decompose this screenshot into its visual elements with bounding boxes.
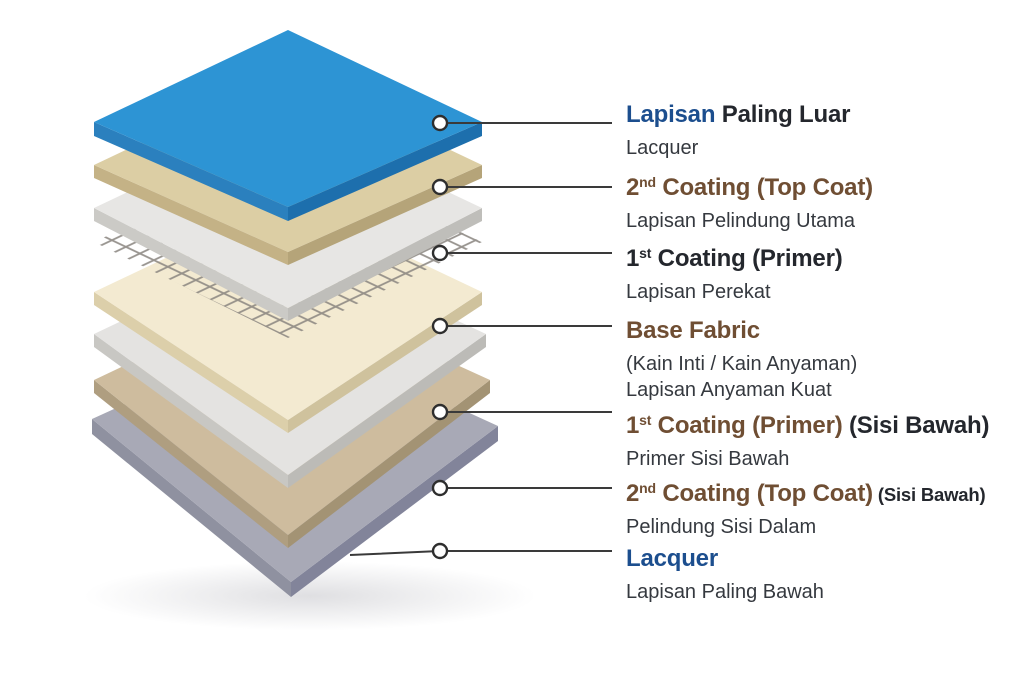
layer-label-title: 2nd Coating (Top Coat) (626, 169, 1022, 202)
slab-left-edge (94, 334, 288, 488)
slab-right-edge (288, 334, 486, 488)
layer-label-title: 1st Coating (Primer) (626, 240, 1022, 273)
label-title-number: 1 (626, 245, 640, 272)
layer-label-title: Lacquer (626, 540, 1022, 573)
slab-left-edge (94, 292, 288, 433)
label-title-secondary-small: (Sisi Bawah) (872, 484, 986, 505)
label-top-coat-upper: 2nd Coating (Top Coat) Lapisan Pelindung… (626, 169, 1022, 234)
label-base-fabric: Base Fabric (Kain Inti / Kain Anyaman) L… (626, 312, 1022, 403)
slab-right-edge (288, 208, 482, 321)
slab-right-edge (288, 380, 490, 548)
label-title-secondary: (Sisi Bawah) (842, 412, 990, 439)
callout-dot (431, 114, 449, 132)
slab-right-edge (288, 122, 482, 221)
slab-left-edge (94, 122, 288, 221)
label-title-number: 2 (626, 174, 640, 201)
layer-label-title: 2nd Coating (Top Coat) (Sisi Bawah) (626, 475, 1022, 508)
label-title-ordinal-suffix: st (639, 245, 652, 261)
label-title-main: Base Fabric (626, 317, 760, 344)
layer-label-subtitle: Pelindung Sisi Dalam (626, 516, 817, 538)
layer-label-subtitle: (Kain Inti / Kain Anyaman) (626, 353, 858, 375)
label-title-main: Coating (Primer) (651, 412, 843, 439)
slab-left-edge (92, 419, 291, 597)
label-primer-upper: 1st Coating (Primer) Lapisan Perekat (626, 240, 1022, 305)
label-title-ordinal-suffix: nd (639, 480, 656, 496)
slab-top-face (94, 30, 482, 207)
label-title-main: Coating (Top Coat) (655, 174, 873, 201)
label-title-ordinal-suffix: nd (639, 174, 656, 190)
layer-label-subtitle: Lapisan Paling Bawah (626, 581, 824, 603)
layer-label-subtitle: Lacquer (626, 137, 699, 159)
callout-dot (431, 178, 449, 196)
label-title-secondary: Paling Luar (715, 101, 851, 128)
label-primer-lower: 1st Coating (Primer) (Sisi Bawah) Primer… (626, 407, 1022, 472)
slab-left-edge (94, 208, 288, 321)
label-title-number: 2 (626, 480, 640, 507)
callout-dots (431, 114, 449, 560)
callout-dot (431, 479, 449, 497)
layer-label-title: 1st Coating (Primer) (Sisi Bawah) (626, 407, 1022, 440)
label-lacquer-top: Lapisan Paling Luar Lacquer (626, 96, 1022, 161)
callout-dot (431, 317, 449, 335)
label-title-number: 1 (626, 412, 640, 439)
callout-dot (431, 403, 449, 421)
label-top-coat-lower: 2nd Coating (Top Coat) (Sisi Bawah) Peli… (626, 475, 1022, 540)
label-title-main: Coating (Top Coat) (655, 480, 873, 507)
layer-label-subtitle-2: Lapisan Anyaman Kuat (626, 379, 832, 401)
layer-label-subtitle: Primer Sisi Bawah (626, 448, 790, 470)
label-title-main: Lacquer (626, 545, 718, 572)
label-title-ordinal-suffix: st (639, 412, 652, 428)
slab-right-edge (291, 426, 498, 597)
label-title-main: Lapisan (626, 101, 716, 128)
callout-dot (431, 542, 449, 560)
label-lacquer-bottom: Lacquer Lapisan Paling Bawah (626, 540, 1022, 605)
layer-label-title: Lapisan Paling Luar (626, 96, 1022, 129)
label-title-main: Coating (Primer) (651, 245, 843, 272)
layer-lacquer-top-slab (94, 30, 482, 221)
layer-label-subtitle: Lapisan Pelindung Utama (626, 210, 856, 232)
layer-label-subtitle: Lapisan Perekat (626, 281, 771, 303)
callout-dot (431, 244, 449, 262)
slab-left-edge (94, 165, 288, 265)
layer-label-title: Base Fabric (626, 312, 1022, 345)
slab-left-edge (94, 380, 288, 548)
